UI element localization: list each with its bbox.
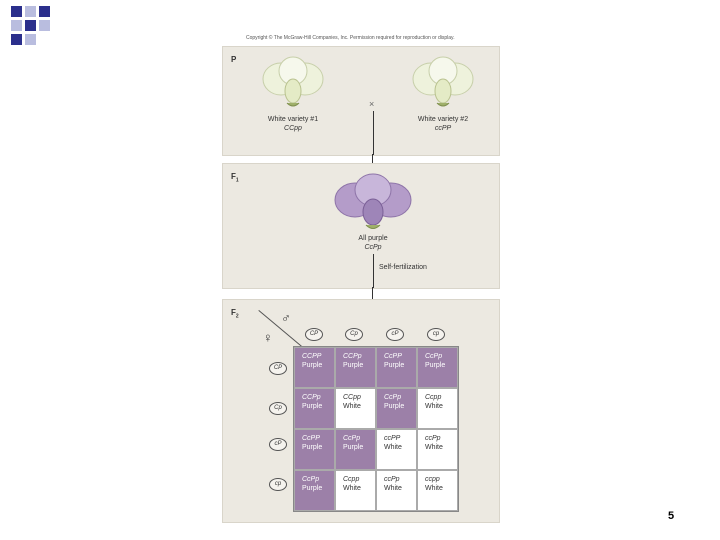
cell-phenotype: Purple xyxy=(343,362,364,369)
cell-genotype: ccpp xyxy=(425,476,440,483)
corner-square xyxy=(25,34,36,45)
cell-genotype: CcPp xyxy=(425,353,443,360)
f1-caption: All purple CcPp xyxy=(339,234,407,252)
male-gamete: Cp xyxy=(345,328,363,341)
parental-label: P xyxy=(231,55,237,64)
f2-label-main: F xyxy=(231,308,236,317)
variety1-caption: White variety #1 CCpp xyxy=(257,115,329,133)
corner-square xyxy=(39,6,50,17)
cell-phenotype: White xyxy=(343,403,361,410)
cell-phenotype: White xyxy=(425,403,443,410)
white-flower-1-icon xyxy=(262,56,324,107)
punnett-cell: CCPP Purple xyxy=(294,347,335,388)
f1-genotype: CcPp xyxy=(364,244,382,251)
female-symbol: ♀ xyxy=(263,330,273,345)
f2-label: F2 xyxy=(231,308,239,320)
cell-genotype: ccPp xyxy=(425,435,441,442)
cell-phenotype: White xyxy=(425,485,443,492)
cell-phenotype: Purple xyxy=(302,485,323,492)
parental-panel: P White variety #1 CCpp × White variety … xyxy=(222,46,500,156)
male-gamete: CP xyxy=(305,328,323,341)
cell-phenotype: Purple xyxy=(302,444,323,451)
cell-genotype: Ccpp xyxy=(343,476,360,483)
arrow-p-to-f1 xyxy=(372,154,373,166)
f1-panel: F1 All purple CcPp Self-fertilization xyxy=(222,163,500,289)
cell-phenotype: Purple xyxy=(343,444,364,451)
copyright-notice: Copyright © The McGraw-Hill Companies, I… xyxy=(246,35,455,41)
f2-panel: F2 ♂ ♀ CP Cp cP cp CP Cp cP cp CCPP Purpl… xyxy=(222,299,500,523)
female-gamete: CP xyxy=(269,362,287,375)
variety2-genotype: ccPP xyxy=(434,125,452,132)
variety2-caption: White variety #2 ccPP xyxy=(407,115,479,133)
cell-phenotype: White xyxy=(384,485,402,492)
f1-caption-text: All purple xyxy=(358,235,388,242)
cell-phenotype: Purple xyxy=(302,362,323,369)
cell-genotype: CcPp xyxy=(384,394,402,401)
f1-label-sub: 1 xyxy=(235,177,239,184)
self-fert-line xyxy=(373,254,374,288)
cell-genotype: CCPP xyxy=(302,353,322,360)
punnett-cell: CcPP Purple xyxy=(294,429,335,470)
variety1-genotype: CCpp xyxy=(284,125,302,132)
cell-genotype: CCpp xyxy=(343,394,361,401)
cell-genotype: ccPp xyxy=(384,476,400,483)
cell-phenotype: Purple xyxy=(302,403,323,410)
corner-square xyxy=(11,34,22,45)
page-number: 5 xyxy=(668,510,675,522)
cell-phenotype: White xyxy=(425,444,443,451)
arrow-f1-to-f2 xyxy=(372,287,373,303)
cell-genotype: CCPp xyxy=(302,394,321,401)
cell-phenotype: Purple xyxy=(384,403,405,410)
male-gamete: cP xyxy=(386,328,404,341)
male-gamete: cp xyxy=(427,328,445,341)
corner-square xyxy=(25,20,36,31)
f1-label-main: F xyxy=(231,172,236,181)
female-gamete: cp xyxy=(269,478,287,491)
self-fertilization-label: Self-fertilization xyxy=(379,264,427,271)
f1-label: F1 xyxy=(231,172,239,184)
cell-phenotype: Purple xyxy=(384,362,405,369)
punnett-cell: ccPP White xyxy=(376,429,417,470)
cross-symbol: × xyxy=(369,99,375,109)
purple-flower-icon xyxy=(334,173,412,229)
cell-genotype: CcPp xyxy=(343,435,361,442)
corner-square xyxy=(39,20,50,31)
cross-arrow-line xyxy=(373,111,374,155)
cell-genotype: CcPp xyxy=(302,476,320,483)
cell-genotype: CcPP xyxy=(302,435,320,442)
female-gamete: cP xyxy=(269,438,287,451)
corner-square xyxy=(11,20,22,31)
cell-genotype: CCPp xyxy=(343,353,362,360)
variety1-name: White variety #1 xyxy=(267,116,319,123)
cell-phenotype: White xyxy=(384,444,402,451)
female-gamete: Cp xyxy=(269,402,287,415)
cell-genotype: Ccpp xyxy=(425,394,442,401)
cell-phenotype: Purple xyxy=(425,362,446,369)
punnett-cell: CcPP Purple xyxy=(376,347,417,388)
corner-square xyxy=(11,6,22,17)
variety2-name: White variety #2 xyxy=(417,116,469,123)
cell-genotype: CcPP xyxy=(384,353,402,360)
white-flower-2-icon xyxy=(412,56,474,107)
cell-genotype: ccPP xyxy=(384,435,401,442)
corner-square xyxy=(25,6,36,17)
cell-phenotype: White xyxy=(343,485,361,492)
male-symbol: ♂ xyxy=(281,310,291,325)
f2-label-sub: 2 xyxy=(235,313,239,320)
